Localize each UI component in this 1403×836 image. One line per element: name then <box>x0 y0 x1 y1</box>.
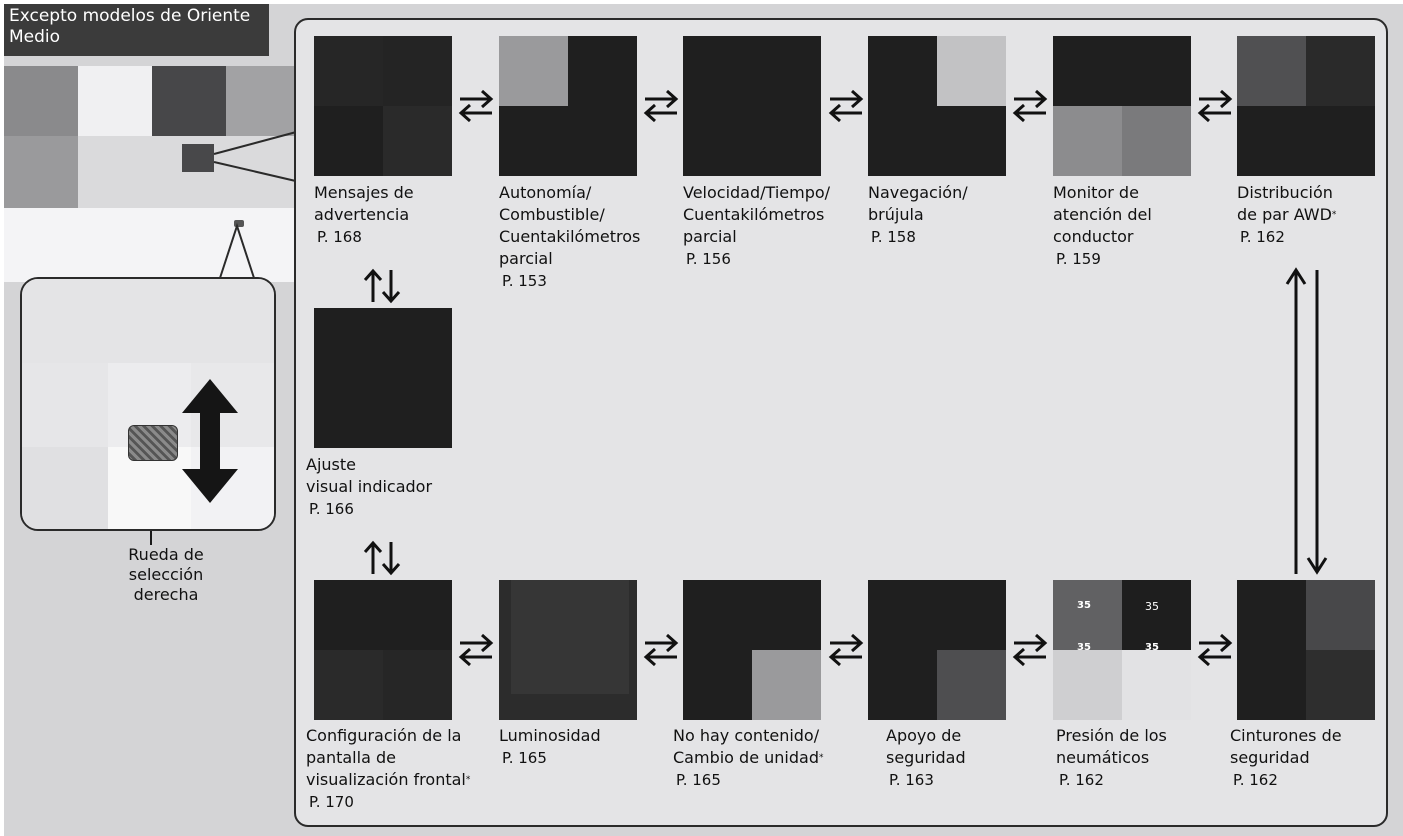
title: Monitor de atención del conductor <box>1053 183 1152 246</box>
title: Velocidad/Tiempo/ Cuentakilómetros parci… <box>683 183 831 246</box>
wheel-zoom-callout <box>20 277 276 531</box>
label-apoyo: Apoyo de seguridad P. 163 <box>886 725 1064 791</box>
label-autonomia: Autonomía/ Combustible/ Cuentakilómetros… <box>499 182 677 292</box>
page-ref[interactable]: P. 162 <box>1233 771 1278 789</box>
title: Autonomía/ Combustible/ Cuentakilómetros… <box>499 183 641 268</box>
steering-wheel-image <box>4 66 300 282</box>
title: Presión de los neumáticos <box>1056 726 1167 767</box>
title: Cinturones de seguridad <box>1230 726 1342 767</box>
up-down-arrow-icon <box>363 540 401 576</box>
swap-arrow-icon <box>1197 633 1233 667</box>
page-ref[interactable]: P. 162 <box>1059 771 1104 789</box>
display-marker <box>182 144 214 172</box>
swap-arrow-icon <box>828 633 864 667</box>
page-ref[interactable]: P. 162 <box>1240 228 1285 246</box>
title: Configuración de la pantalla de visualiz… <box>306 726 471 789</box>
swap-arrow-icon <box>643 633 679 667</box>
screen-apoyo <box>868 580 1006 720</box>
page-ref[interactable]: P. 153 <box>502 272 547 290</box>
up-down-arrow-icon <box>182 379 238 503</box>
label-cinturones: Cinturones de seguridad P. 162 <box>1230 725 1380 791</box>
label-monitor: Monitor de atención del conductor P. 159 <box>1053 182 1231 270</box>
label-awd: Distribución de par AWD* P. 162 <box>1237 182 1377 248</box>
title: Mensajes de advertencia <box>314 183 414 224</box>
label-hud: Configuración de la pantalla de visualiz… <box>306 725 496 813</box>
screen-hud <box>314 580 452 720</box>
page-ref[interactable]: P. 159 <box>1056 250 1101 268</box>
swap-arrow-icon <box>1012 89 1048 123</box>
page-ref[interactable]: P. 163 <box>889 771 934 789</box>
screen-ajuste <box>314 308 452 448</box>
swap-arrow-icon <box>458 633 494 667</box>
wheel-label: Rueda de selección derecha <box>128 545 204 604</box>
page-ref[interactable]: P. 168 <box>317 228 362 246</box>
screen-mensajes <box>314 36 452 176</box>
long-up-down-arrow-icon <box>1285 267 1328 575</box>
wheel-marker <box>234 220 244 227</box>
page-ref[interactable]: P. 170 <box>309 793 354 811</box>
page-ref[interactable]: P. 156 <box>686 250 731 268</box>
title: Distribución de par AWD* <box>1237 183 1337 224</box>
scroll-wheel-icon[interactable] <box>128 425 178 461</box>
footnote-mark: * <box>818 753 824 763</box>
page: Excepto modelos de Oriente Medio Rueda d… <box>4 4 1403 836</box>
title: Ajuste visual indicador <box>306 455 433 496</box>
tire-value-fl: 35 <box>1077 600 1091 611</box>
page-ref[interactable]: P. 165 <box>676 771 721 789</box>
swap-arrow-icon <box>828 89 864 123</box>
page-ref[interactable]: P. 166 <box>309 500 354 518</box>
tire-value-rl: 35 <box>1077 642 1091 653</box>
screen-velocidad <box>683 36 821 176</box>
screen-monitor <box>1053 36 1191 176</box>
page-ref[interactable]: P. 165 <box>502 749 547 767</box>
up-down-arrow-icon <box>363 268 401 304</box>
title: No hay contenido/ Cambio de unidad* <box>673 726 824 767</box>
label-navegacion: Navegación/ brújula P. 158 <box>868 182 1046 248</box>
title: Apoyo de seguridad <box>886 726 966 767</box>
screen-presion: 35 35 35 35 <box>1053 580 1191 720</box>
footnote-mark: * <box>1331 210 1337 220</box>
label-velocidad: Velocidad/Tiempo/ Cuentakilómetros parci… <box>683 182 861 270</box>
swap-arrow-icon <box>458 89 494 123</box>
label-mensajes: Mensajes de advertencia P. 168 <box>314 182 492 248</box>
screen-luminosidad <box>499 580 637 720</box>
screen-cinturones <box>1237 580 1375 720</box>
footnote-mark: * <box>465 775 471 785</box>
title: Luminosidad <box>499 726 601 745</box>
swap-arrow-icon <box>1197 89 1233 123</box>
label-luminosidad: Luminosidad P. 165 <box>499 725 677 769</box>
screen-navegacion <box>868 36 1006 176</box>
swap-arrow-icon <box>1012 633 1048 667</box>
screen-awd <box>1237 36 1375 176</box>
title: Navegación/ brújula <box>868 183 968 224</box>
page-ref[interactable]: P. 158 <box>871 228 916 246</box>
label-nocontenido: No hay contenido/ Cambio de unidad* P. 1… <box>673 725 851 791</box>
tire-value-fr: 35 <box>1145 600 1159 613</box>
screen-autonomia <box>499 36 637 176</box>
display-menu-panel: 35 35 35 35 Mensajes de advertencia P. 1… <box>294 18 1388 827</box>
tire-value-rr: 35 <box>1145 642 1159 653</box>
label-presion: Presión de los neumáticos P. 162 <box>1056 725 1234 791</box>
label-ajuste: Ajuste visual indicador P. 166 <box>306 454 484 520</box>
region-banner: Excepto modelos de Oriente Medio <box>4 4 269 56</box>
screen-nocontenido <box>683 580 821 720</box>
swap-arrow-icon <box>643 89 679 123</box>
